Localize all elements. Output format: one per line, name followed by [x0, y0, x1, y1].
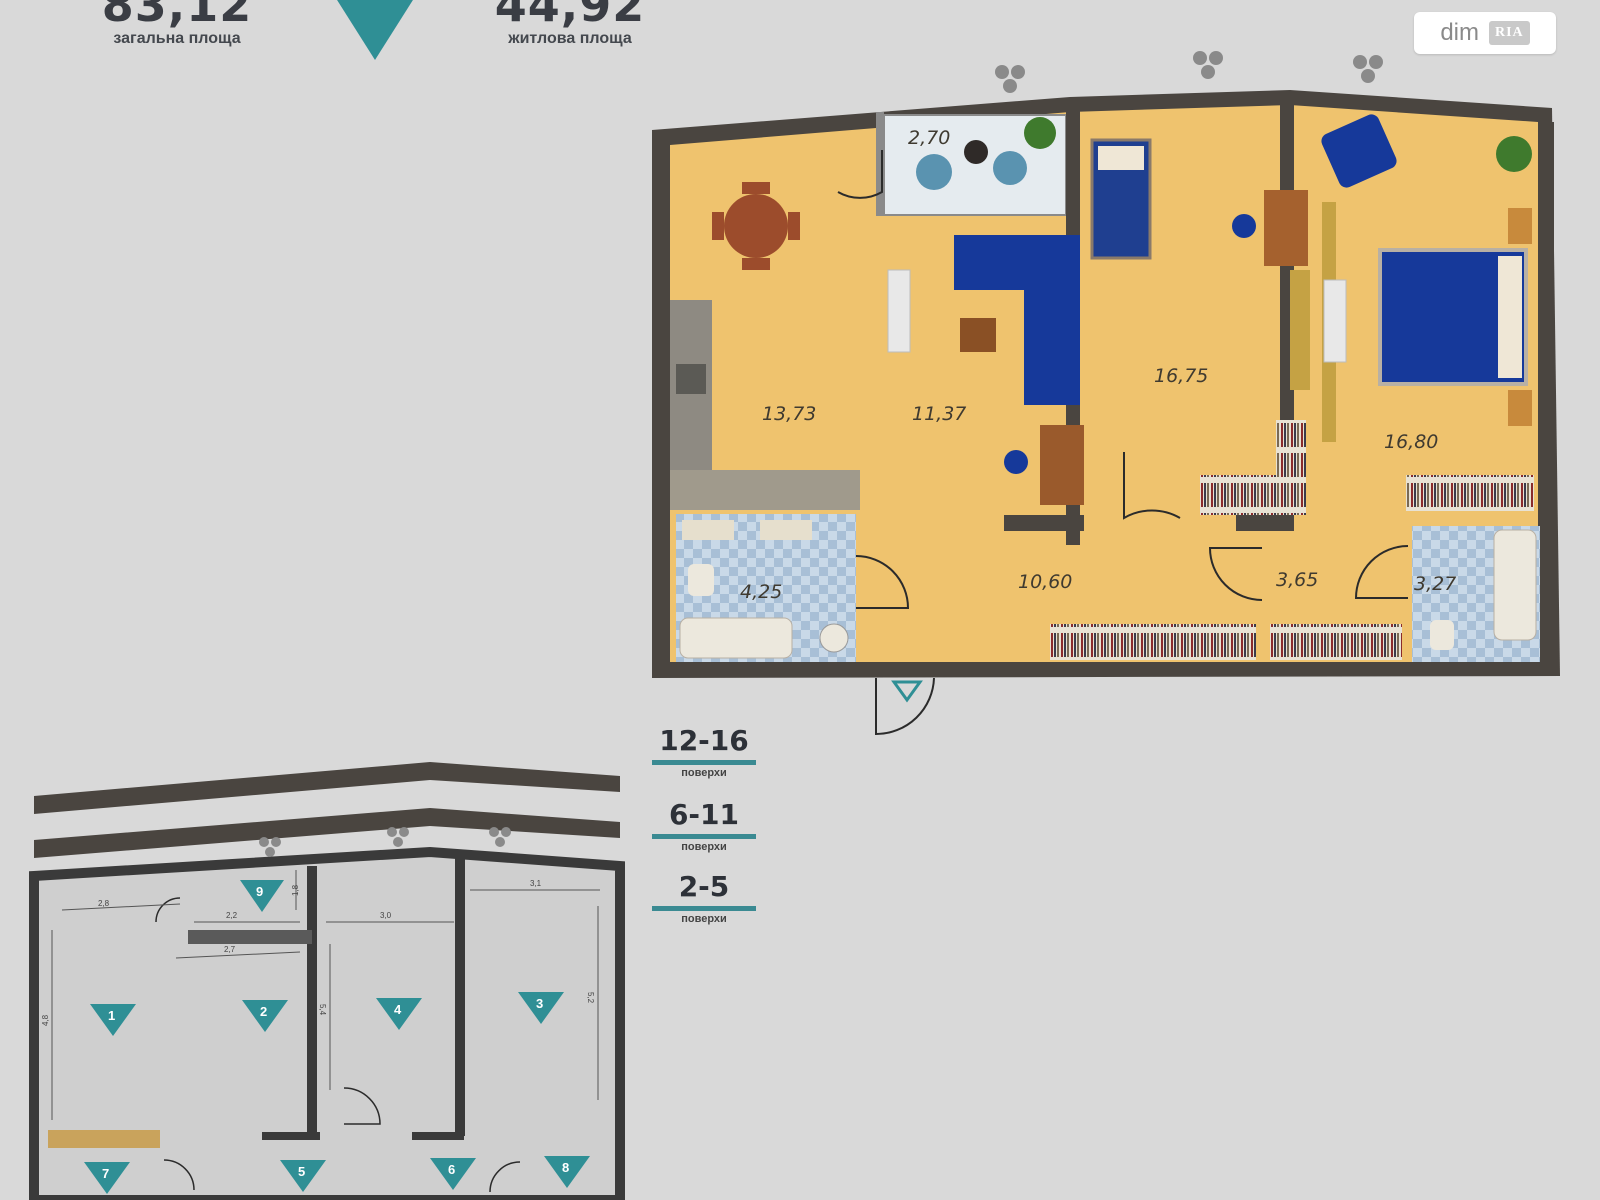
room-area-kitchen: 13,73: [762, 403, 816, 425]
dimension-label: 3,1: [530, 879, 542, 888]
bathtub: [679, 617, 793, 659]
floor-range-value: 12-16: [659, 724, 749, 757]
fan-icon: [1353, 55, 1383, 83]
svg-text:2: 2: [260, 1004, 267, 1019]
bookshelf: [1270, 624, 1402, 660]
dimension-label: 4,8: [41, 1014, 50, 1026]
door-icon: [163, 1159, 195, 1191]
room-marker-1: 1: [90, 1004, 136, 1036]
bathtub: [1493, 529, 1537, 641]
svg-text:4: 4: [394, 1002, 402, 1017]
room-area-living: 11,37: [912, 403, 966, 425]
room-marker-5: 5: [280, 1160, 326, 1192]
total-area-value: 83,12: [101, 0, 253, 32]
floor-range-divider: [652, 906, 756, 911]
fan-icon: [387, 827, 409, 847]
dimension-label: 5,4: [318, 1004, 327, 1016]
total-area-label: загальна площа: [113, 30, 241, 47]
fan-icon: [489, 827, 511, 847]
dimension-label: 1,8: [291, 884, 300, 896]
floor-range-12-16: 12-16 поверхи: [652, 726, 756, 779]
room-marker-6: 6: [430, 1158, 476, 1190]
bookshelf: [1050, 624, 1256, 660]
door-icon: [489, 1161, 521, 1193]
watermark-brand: dim: [1440, 19, 1479, 46]
room-marker-3: 3: [518, 992, 564, 1024]
coffee-table: [960, 318, 996, 352]
apartment-plan: 13,73 11,37 2,70 16,75 16,80 4,25 10,60 …: [652, 51, 1560, 736]
washing-machine-icon: [819, 623, 849, 653]
key-plan: 2,8 2,2 2,7 3,0 3,1 4,8 5,4 5,2 1,8 9 1 …: [29, 762, 625, 1200]
floor-range-divider: [652, 834, 756, 839]
door-icon: [855, 555, 910, 609]
living-area-label: житлова площа: [508, 30, 632, 47]
living-area-value: 44,92: [494, 0, 646, 32]
floor-range-label: поверхи: [681, 841, 727, 853]
svg-text:8: 8: [562, 1160, 569, 1175]
floor-range-value: 2-5: [678, 870, 730, 903]
room-area-hall: 10,60: [1018, 571, 1072, 593]
dining-table-icon: [724, 194, 788, 258]
door-icon: [1208, 547, 1263, 601]
dimension-label: 2,7: [224, 945, 236, 954]
room-area-corridor: 3,65: [1276, 569, 1318, 591]
room-marker-4: 4: [376, 998, 422, 1030]
living-area-stat: 44,92 житлова площа: [480, 0, 660, 48]
svg-text:1: 1: [108, 1008, 115, 1023]
watermark-tag: RIA: [1489, 21, 1530, 45]
floor-range-divider: [652, 760, 756, 765]
dimension-label: 5,2: [586, 992, 595, 1004]
dimension-label: 3,0: [380, 911, 392, 920]
door-icon: [343, 1087, 381, 1125]
tv-stand: [887, 269, 911, 353]
desk: [1040, 425, 1084, 505]
floor-range-label: поверхи: [681, 767, 727, 779]
brand-triangle-icon: [337, 0, 413, 60]
dimension-label: 2,2: [226, 911, 238, 920]
entrance-door-icon: [875, 677, 935, 736]
dimension-label: 2,8: [98, 899, 110, 908]
room-area-balcony: 2,70: [908, 127, 950, 149]
armchair: [1321, 114, 1397, 188]
room-marker-8: 8: [544, 1156, 590, 1188]
watermark-logo: dim RIA: [1414, 12, 1556, 54]
wardrobe: [1290, 270, 1310, 390]
plant-icon: [1024, 117, 1056, 149]
svg-text:5: 5: [298, 1164, 305, 1179]
room-area-bedroom-right: 16,80: [1384, 431, 1438, 453]
sofa-icon: [954, 235, 1080, 405]
room-marker-7: 7: [84, 1162, 130, 1194]
floor-range-6-11: 6-11 поверхи: [652, 800, 756, 853]
entrance-triangle-icon: [891, 680, 923, 703]
floor-range-value: 6-11: [668, 798, 740, 831]
fan-icon: [995, 65, 1025, 93]
svg-text:7: 7: [102, 1166, 109, 1181]
plant-icon: [1496, 136, 1532, 172]
room-area-bathroom-left: 4,25: [740, 581, 782, 603]
door-icon: [837, 150, 883, 199]
floor-range-label: поверхи: [681, 913, 727, 925]
bookshelf: [1406, 475, 1534, 511]
room-area-bedroom-middle: 16,75: [1154, 365, 1208, 387]
svg-text:9: 9: [256, 884, 263, 899]
room-marker-9: 9: [240, 880, 284, 912]
floor-range-2-5: 2-5 поверхи: [652, 872, 756, 925]
fan-icon: [1193, 51, 1223, 79]
svg-text:6: 6: [448, 1162, 455, 1177]
room-marker-2: 2: [242, 1000, 288, 1032]
svg-text:3: 3: [536, 996, 543, 1011]
door-icon: [1123, 452, 1181, 520]
door-icon: [1354, 545, 1409, 599]
fan-icon: [259, 837, 281, 857]
bookshelf: [1200, 475, 1306, 515]
total-area-stat: 83,12 загальна площа: [92, 0, 262, 48]
room-area-bathroom-right: 3,27: [1414, 573, 1456, 595]
